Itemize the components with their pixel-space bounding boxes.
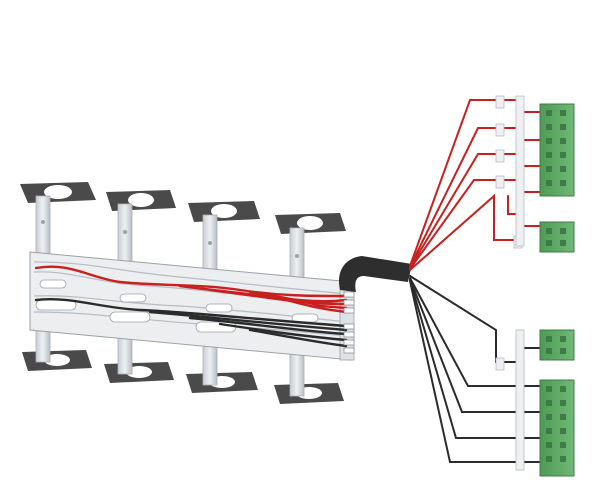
top-plate-3	[188, 201, 260, 222]
top-plate-2	[106, 190, 176, 211]
bottom-plate-2	[104, 362, 174, 383]
top-connector-small	[539, 221, 575, 253]
bottom-connector-large	[539, 379, 575, 477]
red-fanout-wires	[409, 99, 541, 271]
bottom-plate-4	[274, 383, 344, 404]
bottom-plate-1	[22, 350, 92, 371]
red-wire-bundle	[34, 265, 348, 314]
bottom-connector-small	[539, 329, 575, 361]
black-fanout-wires	[409, 275, 541, 463]
top-plate-4	[275, 213, 346, 234]
terminal-insulators	[495, 95, 525, 471]
busbar-rail-assembly	[29, 251, 355, 361]
rail-end-terminals	[343, 291, 355, 354]
top-plate-1	[20, 182, 96, 203]
top-mounting-plates	[20, 182, 346, 234]
cable-harness	[338, 256, 412, 292]
black-wire-bundle	[34, 298, 348, 348]
top-connector-large	[539, 103, 575, 197]
bottom-plate-3	[186, 372, 258, 393]
